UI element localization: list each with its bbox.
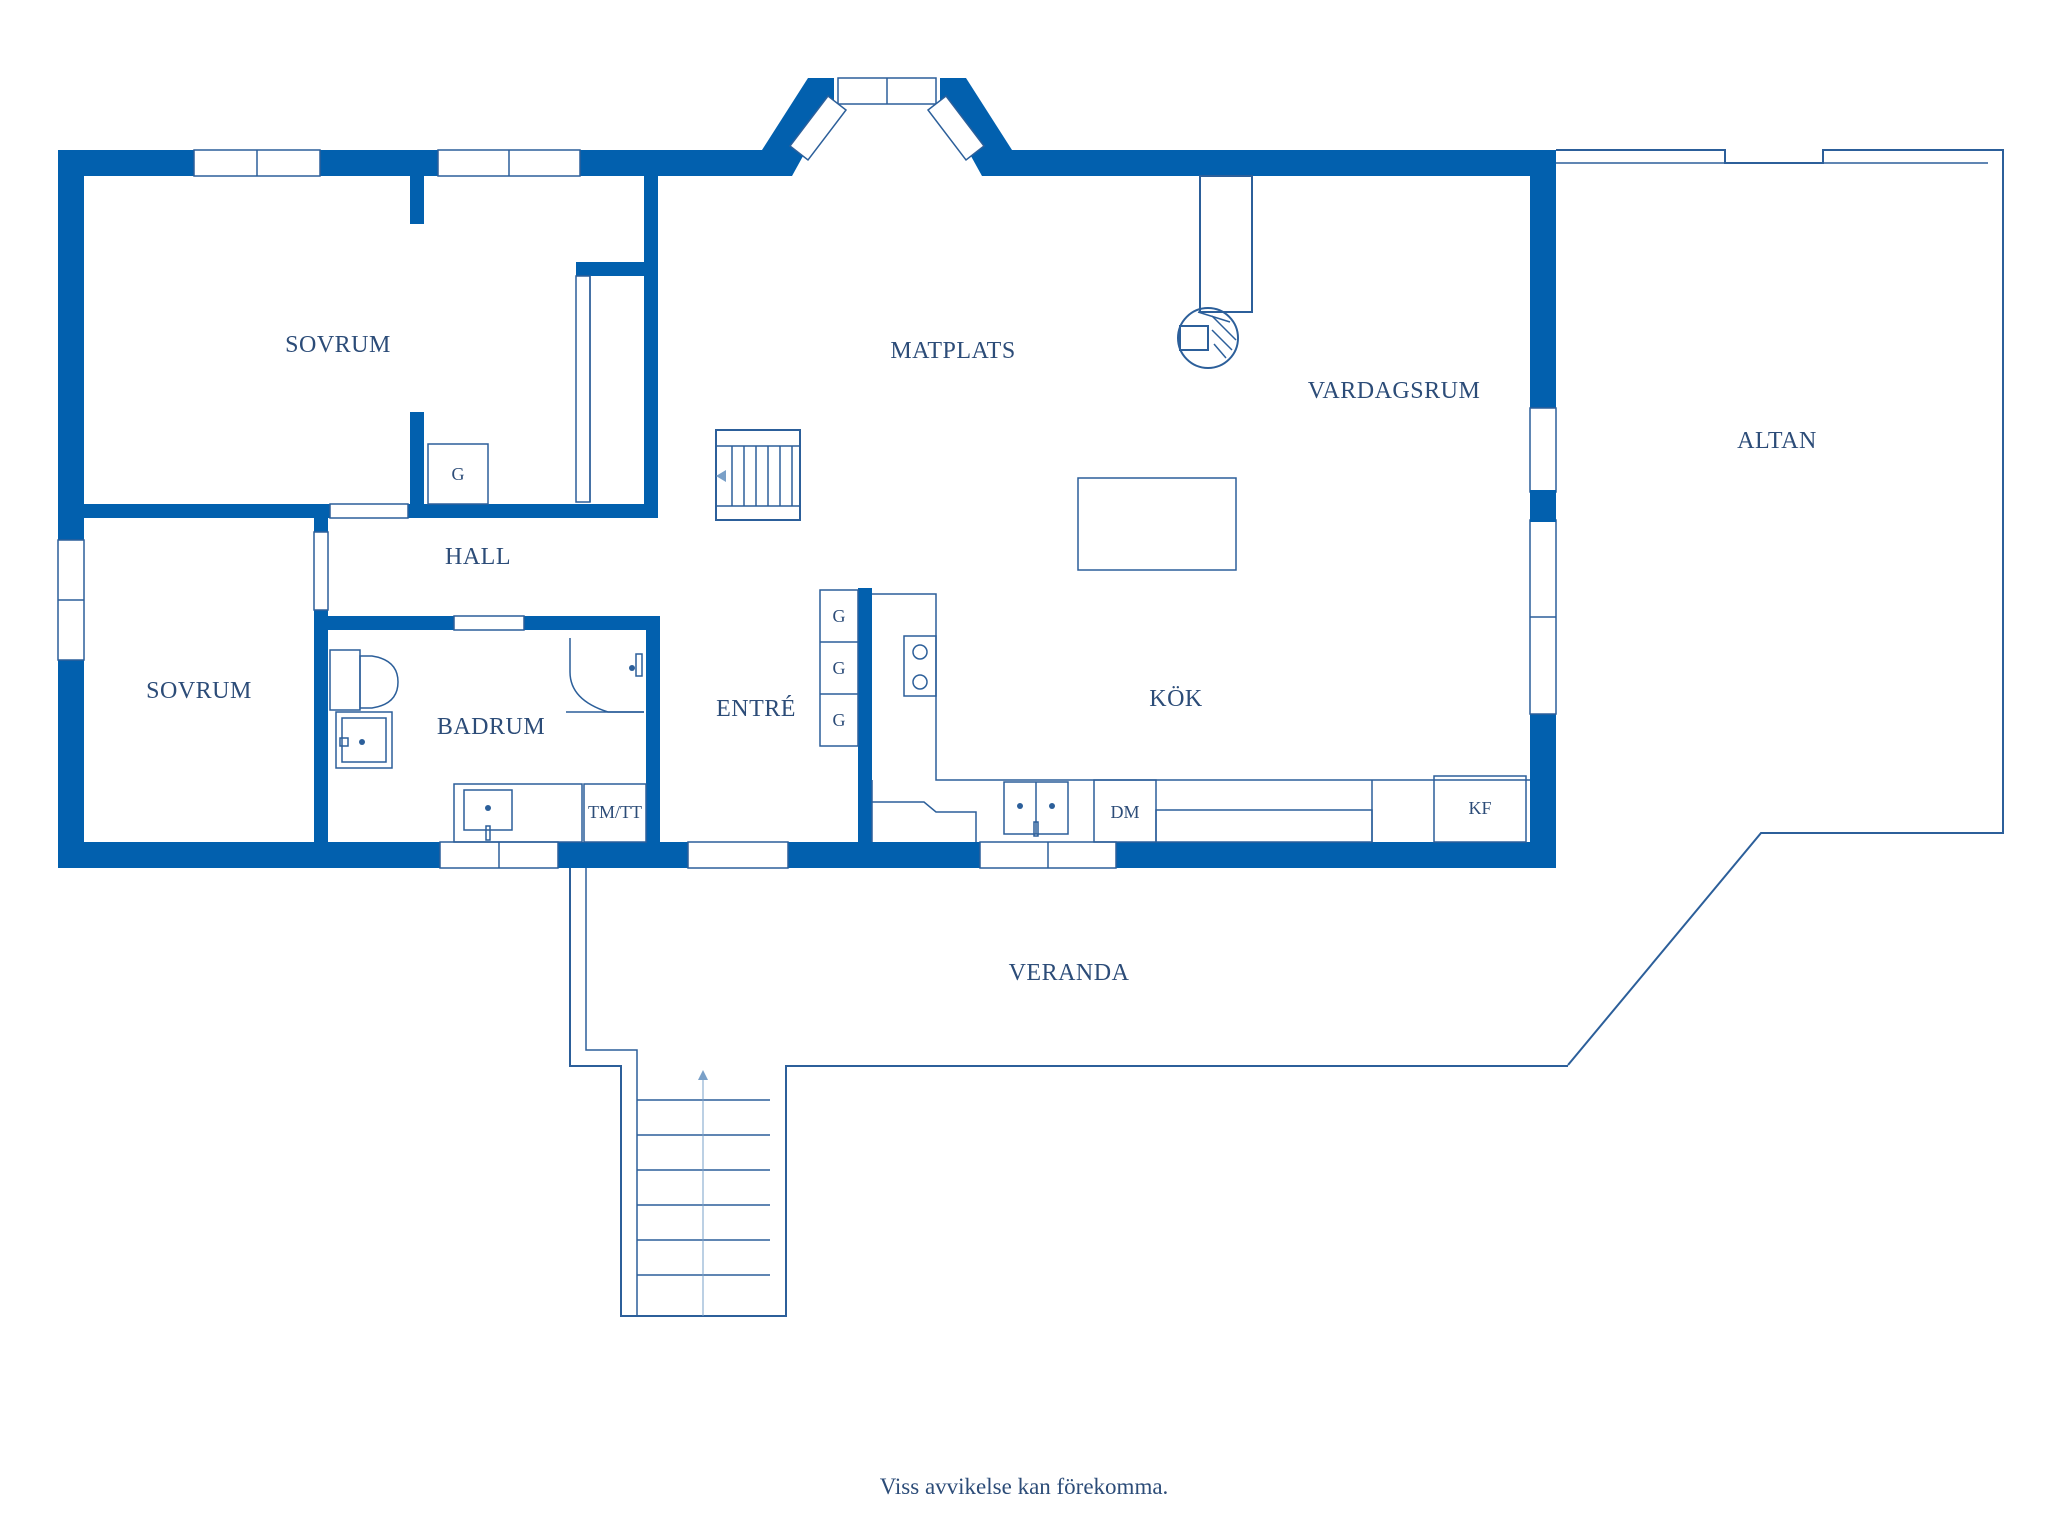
room-label-altan: ALTAN bbox=[1737, 428, 1817, 454]
windows bbox=[57, 77, 1557, 869]
interior-walls bbox=[84, 176, 1556, 868]
chimney bbox=[1177, 175, 1253, 369]
room-label-sovrum-2: SOVRUM bbox=[146, 678, 252, 704]
wardrobe-label: G bbox=[452, 464, 465, 484]
exterior-walls bbox=[58, 78, 1556, 868]
wardrobe-label: G bbox=[833, 710, 846, 730]
wardrobes bbox=[427, 443, 859, 747]
room-label-kok: KÖK bbox=[1149, 686, 1203, 712]
room-label-matplats: MATPLATS bbox=[890, 338, 1015, 364]
interior-stairs bbox=[715, 429, 801, 521]
door-openings bbox=[313, 275, 591, 631]
fridge-freezer-label: KF bbox=[1468, 798, 1491, 818]
wardrobe-label: G bbox=[833, 606, 846, 626]
room-label-veranda: VERANDA bbox=[1009, 960, 1130, 986]
kitchen-counters bbox=[871, 593, 1530, 843]
veranda-stairs bbox=[637, 1070, 770, 1316]
disclaimer: Viss avvikelse kan förekomma. bbox=[879, 1474, 1169, 1499]
bathroom-fixtures bbox=[329, 638, 647, 843]
altan-outline bbox=[1556, 149, 2004, 1066]
dishwasher-label: DM bbox=[1110, 802, 1139, 822]
veranda-outline bbox=[569, 866, 1568, 1317]
room-label-hall: HALL bbox=[445, 544, 511, 570]
room-label-vardagsrum: VARDAGSRUM bbox=[1308, 378, 1481, 404]
room-label-entre: ENTRÉ bbox=[716, 696, 796, 722]
room-label-sovrum-1: SOVRUM bbox=[285, 332, 391, 358]
washer-dryer-label: TM/TT bbox=[588, 802, 642, 822]
wardrobe-label: G bbox=[833, 658, 846, 678]
kitchen-island bbox=[1077, 477, 1237, 571]
room-label-badrum: BADRUM bbox=[437, 714, 545, 740]
